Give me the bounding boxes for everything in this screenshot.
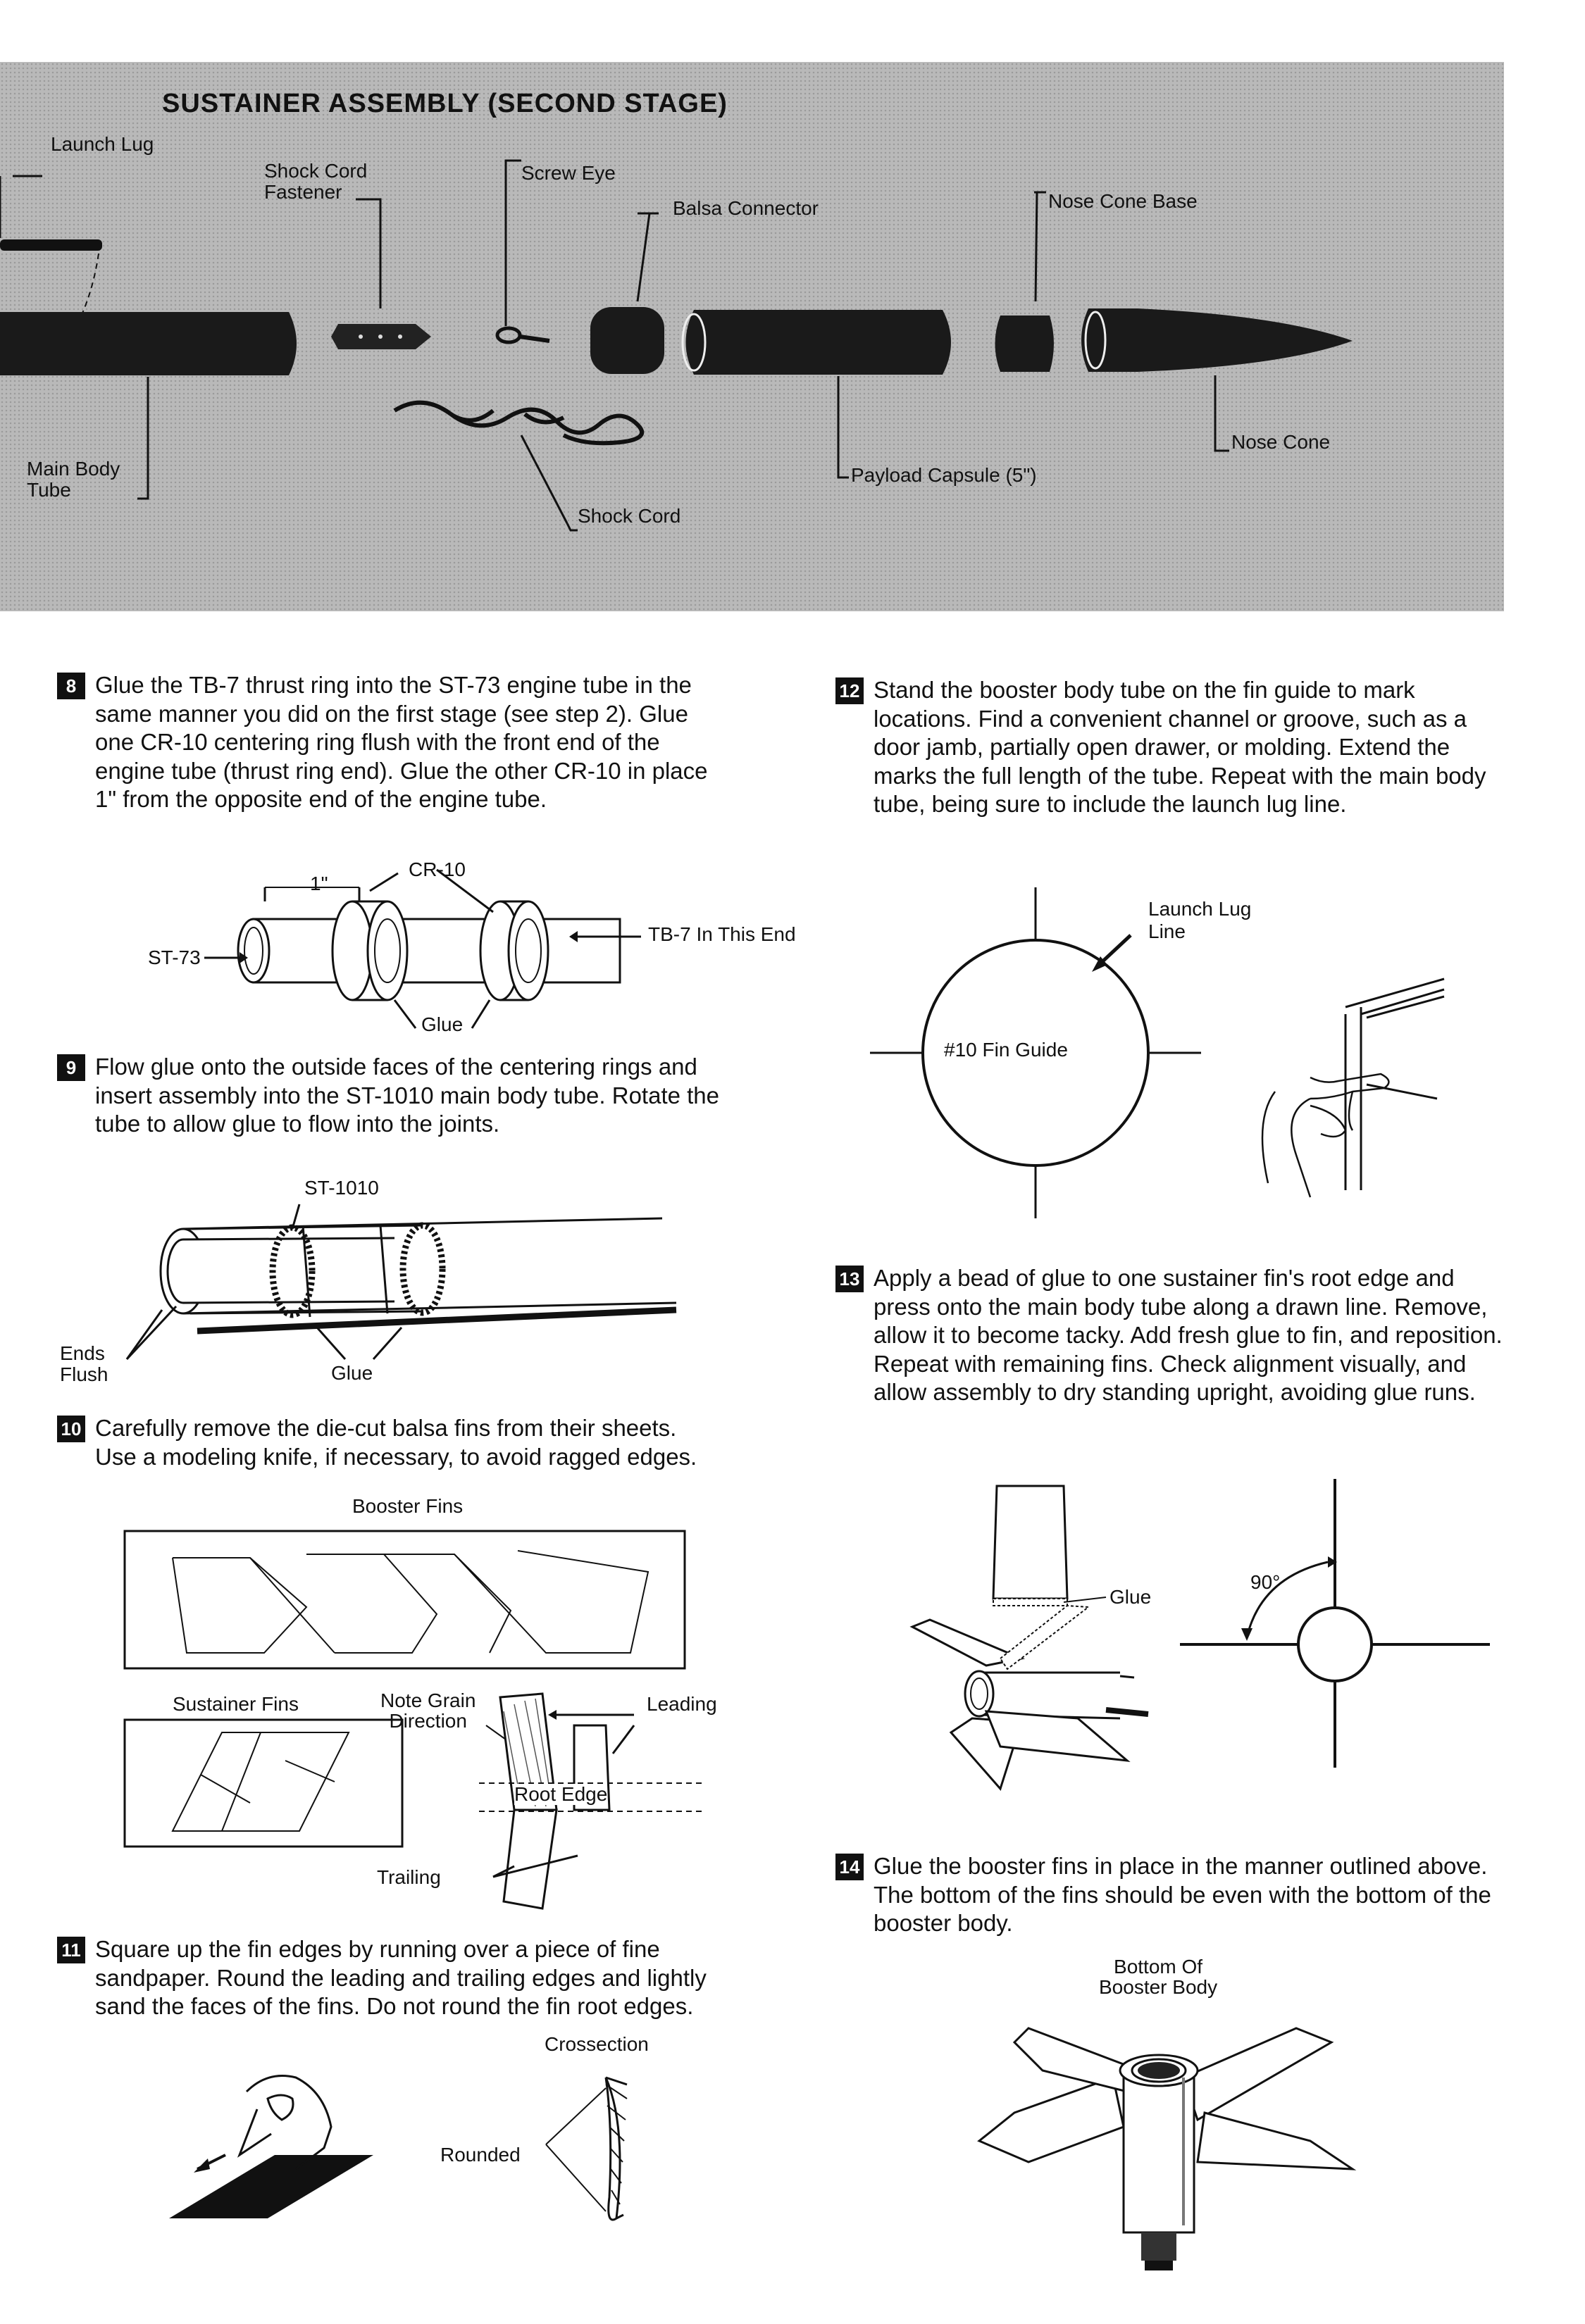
step-number: 9 bbox=[57, 1054, 85, 1081]
step-text: Stand the booster body tube on the fin g… bbox=[874, 677, 1486, 817]
step-number: 13 bbox=[835, 1266, 864, 1292]
label-main-body-tube: Main Body Tube bbox=[27, 458, 120, 501]
label-payload-capsule: Payload Capsule (5") bbox=[851, 464, 1037, 486]
step-text: Glue the TB-7 thrust ring into the ST-73… bbox=[95, 672, 708, 812]
sustainer-label-glue: Glue bbox=[1110, 1586, 1152, 1608]
step-number: 14 bbox=[835, 1854, 864, 1880]
sustainer-fins-label: Sustainer Fins bbox=[173, 1693, 299, 1715]
body-label-ends-flush: Ends Flush bbox=[60, 1342, 108, 1385]
label-nose-cone: Nose Cone bbox=[1231, 431, 1331, 453]
label-shock-cord: Shock Cord bbox=[578, 505, 681, 527]
sustainer-label-angle: 90° bbox=[1250, 1571, 1281, 1593]
label-screw-eye: Screw Eye bbox=[521, 162, 616, 184]
balsa-connector-part bbox=[590, 307, 664, 374]
body-label-st1010: ST-1010 bbox=[304, 1177, 379, 1199]
guide-label-fin-guide: #10 Fin Guide bbox=[944, 1039, 1068, 1061]
sustainer-fins-sheet bbox=[123, 1718, 404, 1848]
label-shock-cord-fastener: Shock Cord Fastener bbox=[264, 160, 368, 203]
step-text: Flow glue onto the outside faces of the … bbox=[95, 1054, 720, 1137]
nose-cone-base-part bbox=[995, 316, 1054, 372]
sand-label-rounded: Rounded bbox=[440, 2144, 521, 2166]
step-14: 14 Glue the booster fins in place in the… bbox=[835, 1852, 1504, 1938]
fins-label-leading: Leading bbox=[647, 1693, 717, 1715]
guide-label-launch-lug-line: Launch Lug Line bbox=[1148, 898, 1252, 942]
step-text: Glue the booster fins in place in the ma… bbox=[874, 1853, 1491, 1936]
figure-title: SUSTAINER ASSEMBLY (SECOND STAGE) bbox=[162, 89, 728, 118]
nose-cone-part bbox=[1081, 308, 1353, 372]
engine-label-one-inch: 1" bbox=[310, 873, 328, 894]
step-11: 11 Square up the fin edges by running ov… bbox=[57, 1935, 722, 2021]
step-text: Apply a bead of glue to one sustainer fi… bbox=[874, 1265, 1503, 1405]
step-number: 11 bbox=[57, 1937, 85, 1963]
step-number: 10 bbox=[57, 1416, 85, 1442]
fins-label-note-grain: Note Grain Direction bbox=[380, 1689, 476, 1732]
engine-mount-diagram bbox=[204, 868, 641, 1029]
label-launch-lug: Launch Lug bbox=[51, 133, 154, 155]
step-number: 8 bbox=[57, 673, 85, 699]
main-body-tube-insert-diagram bbox=[125, 1204, 677, 1361]
body-label-glue: Glue bbox=[331, 1362, 373, 1384]
booster-fins-attached-diagram bbox=[977, 2027, 1357, 2270]
exploded-view-drawing bbox=[0, 159, 1353, 532]
label-nose-cone-base: Nose Cone Base bbox=[1048, 190, 1198, 212]
engine-label-st73: ST-73 bbox=[148, 947, 201, 968]
engine-label-cr10: CR-10 bbox=[409, 858, 466, 880]
booster-label-bottom: Bottom Of Booster Body bbox=[1099, 1956, 1218, 1998]
launch-lug-part bbox=[0, 239, 102, 251]
engine-label-glue: Glue bbox=[421, 1013, 464, 1035]
fin-guide-diagram bbox=[870, 887, 1445, 1218]
exploded-assembly-figure: SUSTAINER ASSEMBLY (SECOND STAGE) bbox=[0, 62, 1504, 611]
sand-label-crossection: Crossection bbox=[545, 2033, 649, 2055]
shock-cord-part bbox=[393, 400, 644, 446]
step-text: Square up the fin edges by running over … bbox=[95, 1936, 707, 2019]
label-balsa-connector: Balsa Connector bbox=[673, 197, 819, 219]
screw-eye-part bbox=[495, 326, 522, 344]
booster-fins-sheet bbox=[123, 1530, 686, 1670]
payload-capsule-part bbox=[685, 310, 951, 375]
step-8: 8 Glue the TB-7 thrust ring into the ST-… bbox=[57, 671, 722, 814]
engine-label-tb7: TB-7 In This End bbox=[648, 923, 796, 945]
step-9: 9 Flow glue onto the outside faces of th… bbox=[57, 1053, 722, 1139]
fin-grain-diagram bbox=[479, 1692, 704, 1910]
sanding-diagram bbox=[169, 2075, 628, 2221]
step-12: 12 Stand the booster body tube on the fi… bbox=[835, 676, 1504, 819]
sustainer-fin-attach-diagram bbox=[909, 1479, 1490, 1791]
main-body-tube-part bbox=[0, 312, 297, 375]
step-number: 12 bbox=[835, 677, 864, 704]
step-text: Carefully remove the die-cut balsa fins … bbox=[95, 1415, 697, 1470]
booster-fins-label: Booster Fins bbox=[352, 1495, 464, 1517]
step-13: 13 Apply a bead of glue to one sustainer… bbox=[835, 1264, 1504, 1407]
fins-label-trailing: Trailing bbox=[377, 1866, 441, 1888]
fins-label-root-edge: Root Edge bbox=[514, 1783, 608, 1805]
step-10: 10 Carefully remove the die-cut balsa fi… bbox=[57, 1414, 722, 1471]
